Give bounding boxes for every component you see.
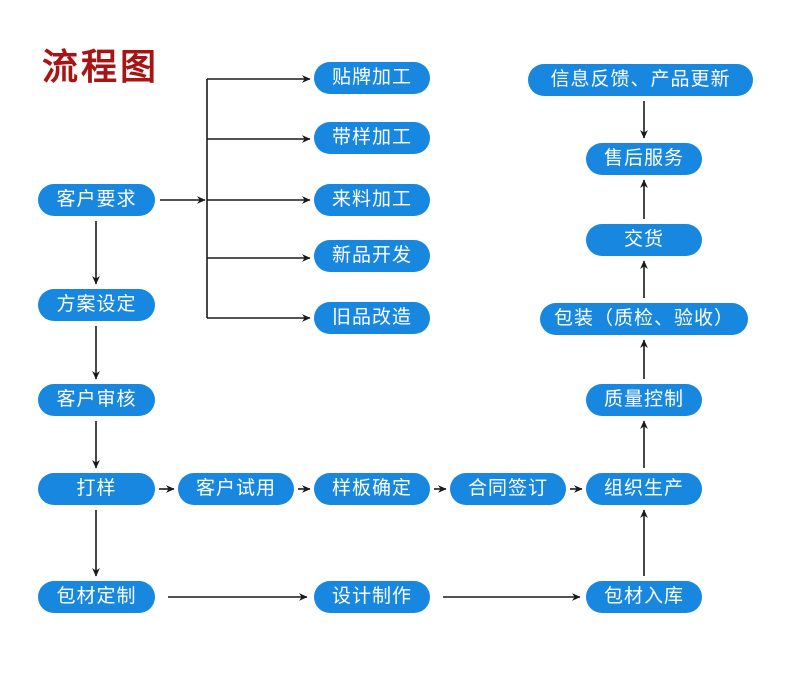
node-label: 组织生产 [603, 477, 684, 499]
node-label: 合同签订 [467, 477, 548, 499]
node-label: 设计制作 [331, 585, 412, 607]
node-contract-signing[interactable]: 合同签订 [450, 473, 566, 505]
node-label: 交货 [623, 228, 664, 250]
node-packaging-warehousing[interactable]: 包材入库 [586, 581, 702, 613]
node-label: 客户要求 [56, 188, 137, 210]
node-organize-production[interactable]: 组织生产 [586, 473, 702, 505]
node-new-product-development[interactable]: 新品开发 [314, 240, 430, 272]
node-label: 质量控制 [603, 388, 684, 410]
node-label: 贴牌加工 [331, 66, 412, 88]
node-customer-review[interactable]: 客户审核 [38, 384, 155, 416]
node-design-production[interactable]: 设计制作 [314, 581, 430, 613]
node-label: 包装（质检、验收） [553, 307, 734, 329]
node-packaging-inspection[interactable]: 包装（质检、验收） [540, 303, 748, 335]
node-label: 打样 [76, 477, 117, 499]
node-sample-confirmation[interactable]: 样板确定 [314, 473, 430, 505]
node-customer-requirement[interactable]: 客户要求 [38, 184, 155, 216]
node-delivery[interactable]: 交货 [586, 224, 702, 256]
node-label: 信息反馈、产品更新 [550, 68, 731, 90]
node-oem-processing[interactable]: 贴牌加工 [314, 62, 430, 94]
node-label: 旧品改造 [331, 306, 412, 328]
node-old-product-remake[interactable]: 旧品改造 [314, 302, 430, 334]
node-sample-processing[interactable]: 带样加工 [314, 122, 430, 154]
node-plan-setting[interactable]: 方案设定 [38, 289, 155, 321]
node-label: 样板确定 [331, 477, 412, 499]
node-packaging-customization[interactable]: 包材定制 [38, 581, 155, 613]
node-customer-trial[interactable]: 客户试用 [178, 473, 294, 505]
node-label: 包材入库 [603, 585, 684, 607]
node-label: 带样加工 [331, 126, 412, 148]
node-label: 客户审核 [56, 388, 137, 410]
node-label: 来料加工 [331, 188, 412, 210]
node-label: 方案设定 [56, 293, 137, 315]
node-label: 包材定制 [56, 585, 137, 607]
node-sampling[interactable]: 打样 [38, 473, 155, 505]
node-label: 新品开发 [331, 244, 412, 266]
node-after-sales-service[interactable]: 售后服务 [586, 143, 702, 175]
node-quality-control[interactable]: 质量控制 [586, 384, 702, 416]
node-label: 客户试用 [195, 477, 276, 499]
node-feedback-product-update[interactable]: 信息反馈、产品更新 [528, 64, 753, 96]
node-material-processing[interactable]: 来料加工 [314, 184, 430, 216]
page-title: 流程图 [42, 47, 160, 88]
node-label: 售后服务 [603, 147, 684, 169]
